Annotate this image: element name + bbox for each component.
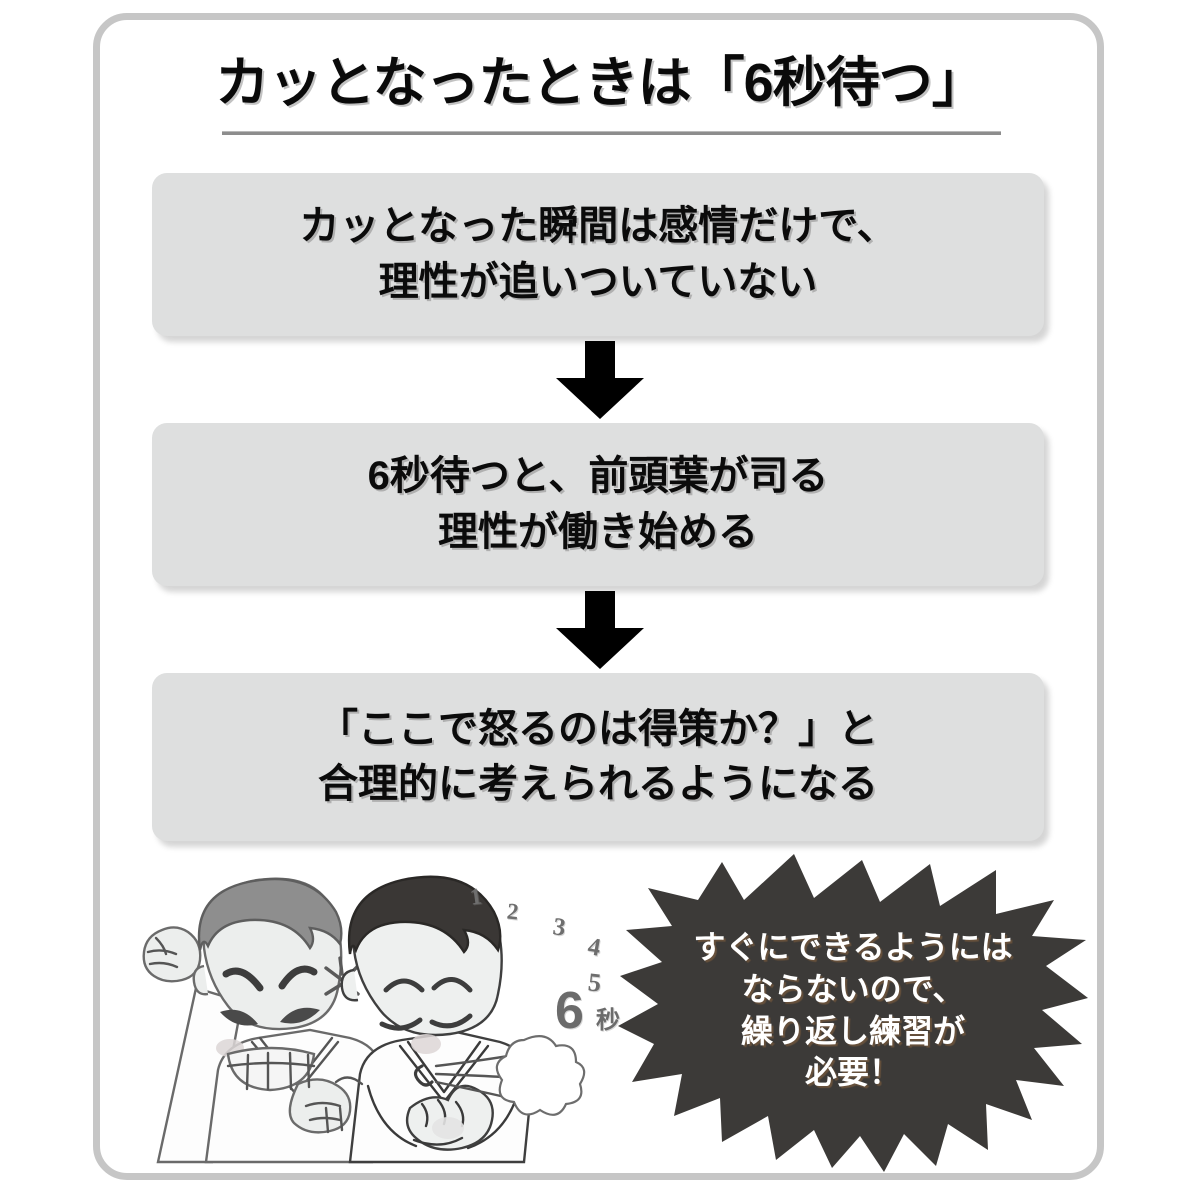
angry-man-hair — [197, 877, 343, 951]
step-box-1-line-2: 理性が追いついていない — [378, 259, 818, 304]
page-title-text: カッとなったときは「6秒待つ」 — [215, 53, 985, 113]
angry-man-lower-fist — [288, 1078, 352, 1134]
angry-man-eye-left — [220, 1009, 258, 1026]
calm-man-mouth — [413, 1064, 434, 1087]
calm-man-eye-right — [429, 1013, 473, 1029]
step-box-3-line-1: 「ここで怒るのは得策か？」と — [318, 706, 878, 751]
step-box-3-line-2: 合理的に考えられるようになる — [318, 762, 878, 806]
step-box-3: 「ここで怒るのは得策か？」と 合理的に考えられるようになる — [152, 673, 1044, 841]
title-underline — [222, 131, 1001, 135]
step-box-2-line-2: 理性が働き始める — [438, 509, 758, 554]
count-number-1: 1 — [468, 883, 484, 910]
arrow-down-icon-1 — [552, 341, 648, 419]
step-box-1-text: カッとなった瞬間は感情だけで、 理性が追いついていない — [152, 199, 1044, 309]
arrow-down-icon-2 — [552, 591, 648, 669]
angry-man-mouth — [226, 1046, 316, 1092]
starburst-shape — [618, 854, 1088, 1172]
angry-man-eyebrow-right — [278, 965, 318, 990]
step-box-1: カッとなった瞬間は感情だけで、 理性が追いついていない — [152, 173, 1044, 336]
step-box-2-line-1: 6秒待つと、前頭葉が司る — [367, 454, 829, 499]
step-box-2: 6秒待つと、前頭葉が司る 理性が働き始める — [152, 423, 1044, 586]
calm-man-blush — [411, 1034, 441, 1054]
calm-man-eyebrow-right — [431, 977, 473, 993]
count-number-2: 2 — [505, 898, 520, 925]
count-number-6: 6 — [555, 982, 584, 1040]
step-box-1-line-1: カッとなった瞬間は感情だけで、 — [299, 204, 897, 249]
breath-icon — [434, 1035, 586, 1116]
calm-man-eyebrow-left — [383, 978, 425, 993]
angry-man-raised-arm — [142, 926, 244, 1164]
page-title: カッとなったときは「6秒待つ」 — [130, 55, 1070, 112]
angry-man-eyebrow-left — [222, 967, 264, 992]
step-box-2-text: 6秒待つと、前頭葉が司る 理性が働き始める — [152, 449, 1044, 559]
calm-man-hair — [347, 875, 502, 955]
starburst-callout: すぐにできるようには ならないので、 繰り返し練習が 必要！ — [618, 848, 1088, 1173]
illustration-two-men: .ln{fill:none;stroke:#555;stroke-width:2… — [100, 862, 660, 1172]
calm-man-eye-left — [379, 1017, 423, 1031]
count-number-5: 5 — [586, 967, 603, 998]
step-box-3-text: 「ここで怒るのは得策か？」と 合理的に考えられるようになる — [152, 702, 1044, 812]
count-unit-seconds: 秒 — [596, 1007, 620, 1034]
calm-man-clasped-hands — [405, 1084, 494, 1151]
angry-man-eye-right — [280, 1007, 320, 1024]
